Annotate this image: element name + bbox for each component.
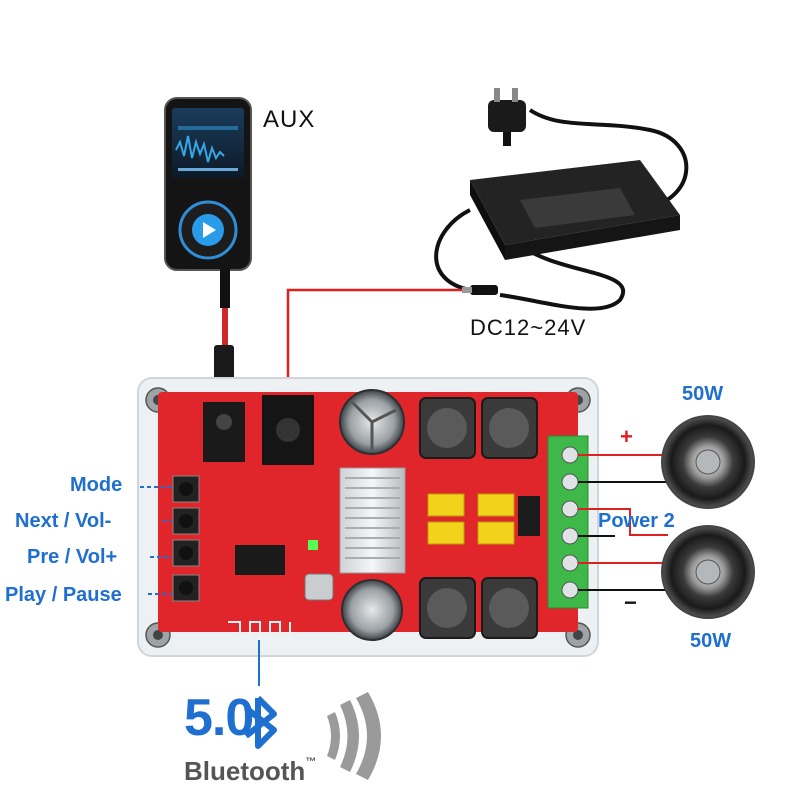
aux-label: AUX: [263, 106, 316, 133]
music-player-icon: [164, 97, 252, 405]
minus-sign: −: [624, 590, 637, 615]
bt-antenna: [228, 621, 291, 639]
sound-wave-icon: [327, 692, 381, 780]
audio-jack: [203, 402, 245, 462]
dc-voltage-label: DC12~24V: [470, 315, 587, 340]
bluetooth-version: 5.0: [184, 688, 254, 748]
bluetooth-brand-text: Bluetooth: [184, 756, 306, 786]
trademark: ™: [305, 756, 317, 768]
power-adapter-icon: [434, 88, 689, 311]
speaker-terminal: [547, 435, 589, 609]
pre-vol-label: Pre / Vol+: [27, 546, 118, 568]
next-vol-label: Next / Vol-: [15, 510, 112, 532]
bluetooth-icon: [244, 695, 277, 749]
watt-top-label: 50W: [682, 383, 724, 405]
play-pause-label: Play / Pause: [5, 584, 122, 606]
mode-label: Mode: [70, 474, 123, 496]
board-buttons: [172, 475, 200, 602]
heat-sink: [339, 467, 406, 574]
speaker-icon: [661, 415, 755, 619]
bluetooth-brand: Bluetooth™: [184, 756, 316, 787]
plus-sign: +: [620, 424, 633, 449]
watt-bottom-label: 50W: [690, 630, 732, 652]
bluetooth-version-text: 5.0: [184, 689, 254, 747]
ic-chip: [235, 545, 285, 575]
power-label: Power 2: [598, 510, 675, 532]
